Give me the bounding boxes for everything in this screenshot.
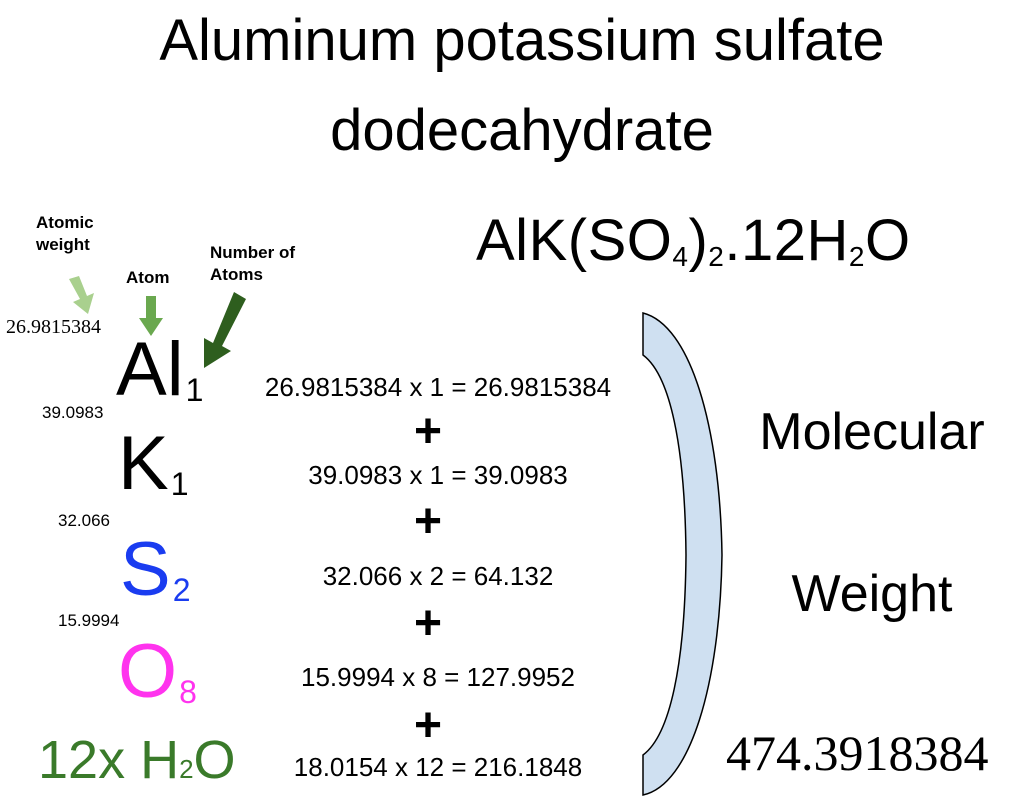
element-count: 1 — [170, 466, 189, 502]
formula-subscript: 2 — [848, 241, 865, 272]
element-al: Al1 — [116, 330, 203, 430]
calc-s: 32.066 x 2 = 64.132 — [322, 561, 554, 591]
calc-al: 26.9815384 x 1 = 26.9815384 — [264, 372, 612, 402]
water-prefix: 12x H — [38, 730, 180, 790]
molecular-label: Molecular — [759, 403, 985, 461]
formula-part: .12H — [724, 208, 849, 273]
calc-o: 15.9994 x 8 = 127.9952 — [301, 662, 575, 692]
calc-water: 18.0154 x 12 = 216.1848 — [293, 752, 583, 782]
element-symbol: S — [120, 527, 171, 612]
element-count: 8 — [179, 674, 197, 710]
label-line: weight — [36, 235, 90, 254]
formula-part: AlK(SO — [476, 208, 673, 273]
label-line: Atoms — [210, 265, 263, 284]
element-symbol: Al — [116, 327, 184, 412]
title-line-2: dodecahydrate — [330, 98, 714, 163]
plus-sign: + — [413, 495, 443, 548]
element-symbol: K — [118, 421, 169, 506]
plus-sign: + — [413, 597, 443, 650]
element-s: S2 — [120, 530, 191, 630]
formula-part: O — [864, 208, 911, 273]
formula-part: ) — [688, 208, 709, 273]
formula-subscript: 4 — [672, 241, 689, 272]
water-subscript: 2 — [179, 754, 194, 784]
weight-label: Weight — [791, 565, 953, 623]
calc-k: 39.0983 x 1 = 39.0983 — [308, 460, 568, 490]
element-o: O8 — [118, 632, 197, 732]
molecular-weight-value: 474.3918384 — [726, 725, 989, 781]
atom-arrow-icon — [139, 296, 163, 336]
element-k: K1 — [118, 424, 189, 524]
atom-label: Atom — [126, 268, 170, 287]
atomic-weight-label: Atomic weight — [36, 212, 94, 256]
element-water: 12x H2O — [38, 730, 236, 799]
formula-subscript: 2 — [708, 241, 725, 272]
atomic-weight-o: 15.9994 — [58, 611, 120, 630]
atomic-weight-k: 39.0983 — [42, 403, 104, 422]
label-line: Atomic — [36, 213, 94, 232]
element-symbol: O — [118, 629, 178, 714]
atomic-weight-s: 32.066 — [58, 511, 110, 530]
atomic-weight-arrow-icon — [69, 276, 94, 314]
water-suffix: O — [193, 730, 236, 790]
label-line: Number of — [210, 243, 295, 262]
plus-sign: + — [413, 699, 443, 752]
closing-bracket-icon — [642, 312, 723, 796]
number-of-atoms-arrow-icon — [204, 292, 246, 368]
element-count: 2 — [172, 572, 191, 608]
atomic-weight-al: 26.9815384 — [6, 316, 101, 338]
element-count: 1 — [185, 372, 204, 408]
number-of-atoms-label: Number of Atoms — [210, 242, 295, 286]
title-line-1: Aluminum potassium sulfate — [159, 8, 885, 73]
chemical-formula: AlK(SO4)2.12H2O — [476, 208, 911, 290]
plus-sign: + — [413, 405, 443, 458]
